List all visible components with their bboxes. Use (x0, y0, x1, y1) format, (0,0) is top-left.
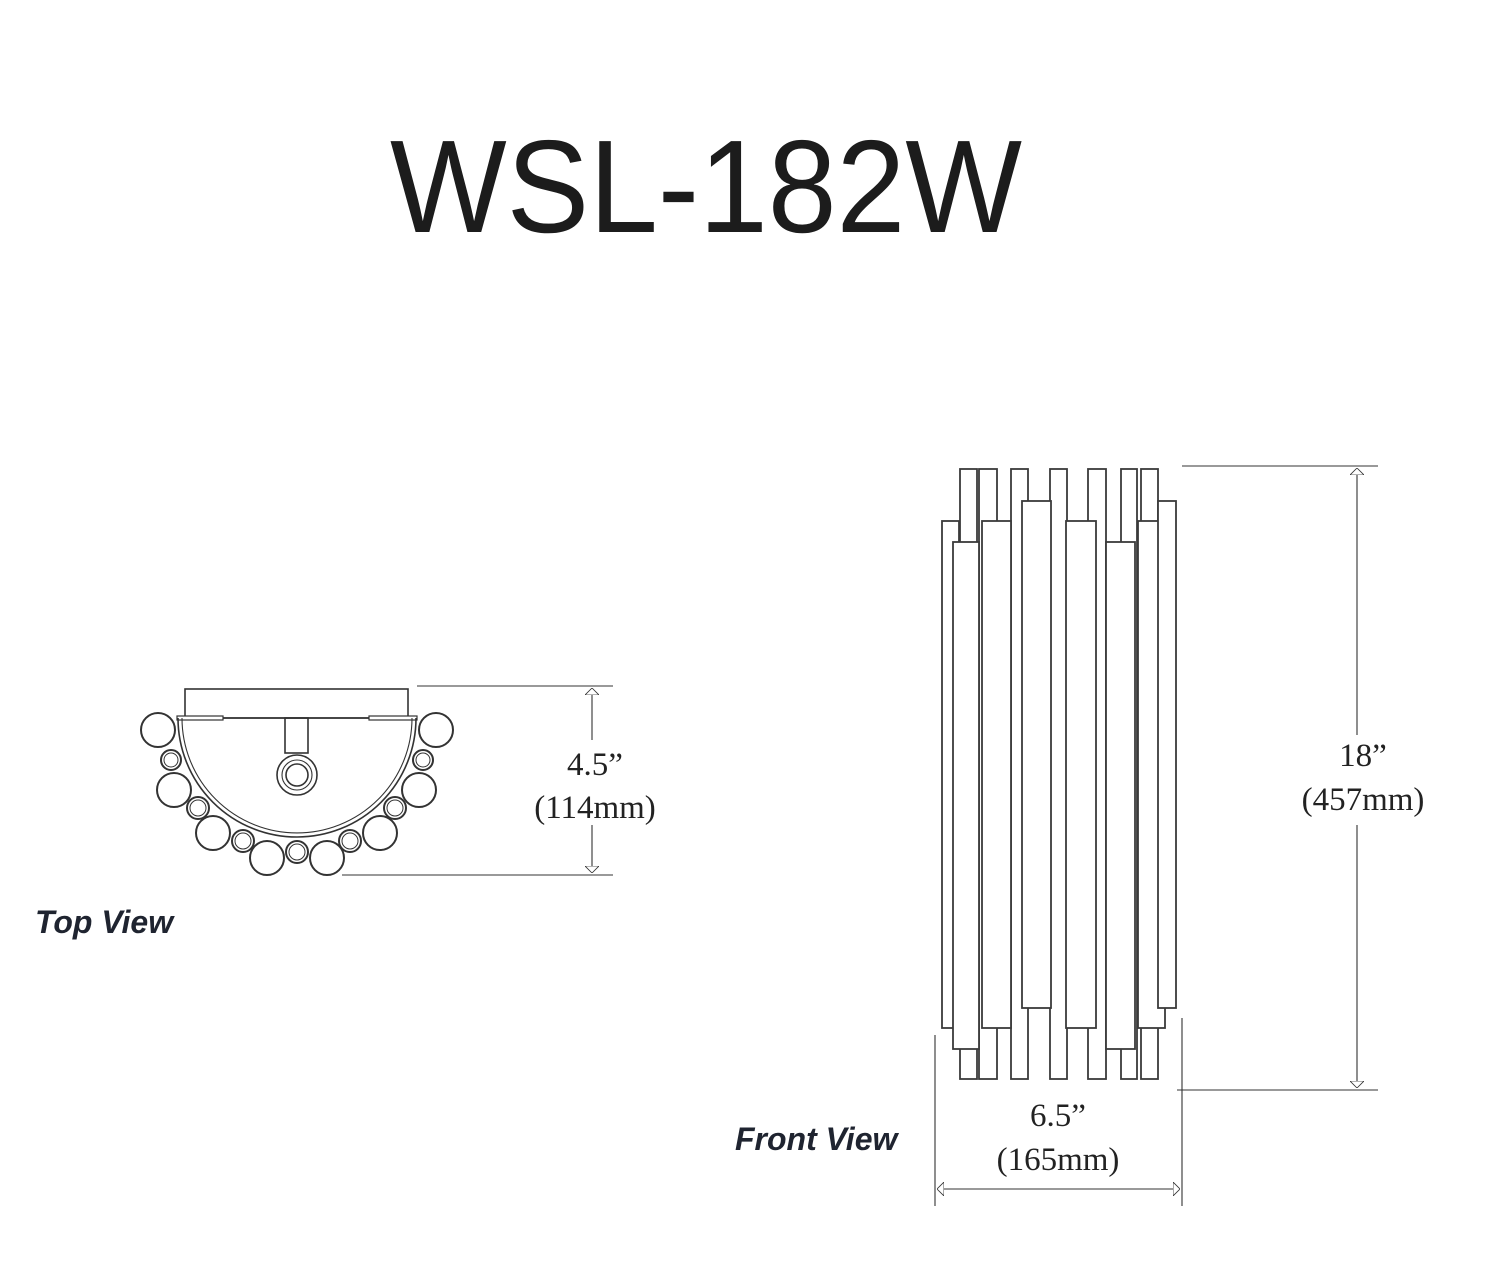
depth-mm: (114mm) (534, 790, 656, 826)
crystal-bubble (386, 799, 404, 817)
glass-rod (1157, 500, 1177, 1009)
glass-rod (1021, 500, 1052, 1009)
crystal-bubble (156, 772, 192, 808)
crystal-bubble (163, 752, 179, 768)
glass-rod (981, 520, 1012, 1029)
glass-rod (1065, 520, 1097, 1029)
crystal-bubble (341, 832, 359, 850)
top-view-label: Top View (35, 904, 175, 940)
front-view-label: Front View (735, 1121, 899, 1157)
crystal-bubbles (140, 712, 454, 876)
crystal-bubble (362, 815, 398, 851)
crystal-bubble (234, 832, 252, 850)
crystal-bubble (309, 840, 345, 876)
socket-stem (284, 717, 309, 754)
socket (276, 754, 318, 796)
shade-inner (181, 717, 413, 834)
crystal-bubble (418, 712, 454, 748)
glass-rod (1105, 541, 1136, 1050)
glass-rod (952, 541, 980, 1050)
width-mm: (165mm) (997, 1142, 1120, 1178)
crystal-bubble (415, 752, 431, 768)
canopy (184, 688, 409, 719)
shade-outer (177, 717, 417, 838)
depth-inches: 4.5” (567, 747, 623, 783)
width-inches: 6.5” (1030, 1098, 1086, 1134)
top-view: 4.5” (114mm) Top View (35, 685, 656, 940)
crystal-bubble (140, 712, 176, 748)
crystal-bubble (195, 815, 231, 851)
height-mm: (457mm) (1302, 782, 1425, 818)
crystal-bubble (288, 843, 306, 861)
glass-rods (941, 468, 1177, 1080)
front-view: 18” (457mm) 6.5” (165mm) Front View (735, 465, 1425, 1206)
height-inches: 18” (1339, 738, 1387, 774)
model-title: WSL-182W (390, 113, 1022, 260)
glass-rod (1049, 468, 1068, 1080)
crystal-bubble (249, 840, 285, 876)
crystal-bubble (189, 799, 207, 817)
crystal-bubble (401, 772, 437, 808)
